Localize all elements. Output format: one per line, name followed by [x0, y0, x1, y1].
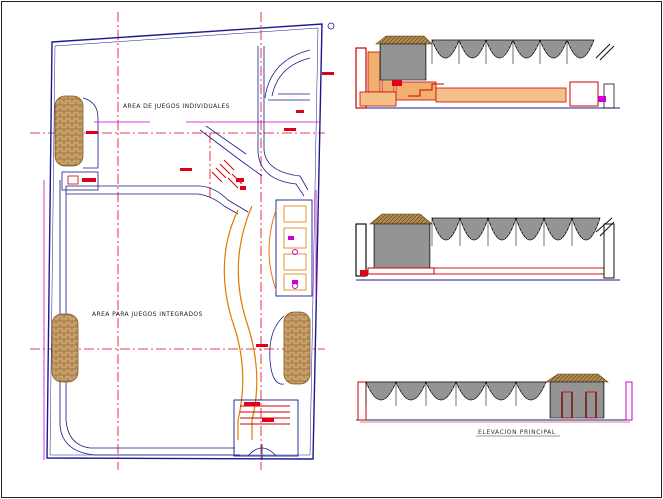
- canopy-arch: [485, 39, 514, 59]
- arch-row-front: [365, 381, 547, 406]
- canopy-arch: [515, 381, 547, 401]
- area-individual-label: AREA DE JUEGOS INDIVIDUALES: [123, 103, 230, 110]
- canopy-arch: [485, 381, 517, 401]
- walkway-outlines: [59, 46, 311, 456]
- stone-planter-nw: [54, 95, 84, 167]
- roof-top: [375, 35, 433, 45]
- stone-planter-sw: [51, 313, 79, 383]
- axis-lines: [30, 12, 325, 470]
- canopy-arch: [431, 217, 461, 241]
- red-tags: [86, 72, 334, 347]
- canopy-arch: [566, 39, 595, 59]
- canopy-arch: [515, 217, 545, 241]
- site-plan: AREA DE JUEGOS INDIVIDUALES AREA PARA JU…: [30, 12, 335, 470]
- entrance-stairs: [233, 399, 299, 460]
- canopy-arch: [455, 381, 487, 401]
- section-elevation-middle: [355, 213, 620, 281]
- front-elevation: ELEVACION PRINCIPAL: [356, 373, 633, 437]
- site-boundary: [46, 23, 323, 460]
- canopy-arch: [395, 381, 427, 401]
- fence-lines: [43, 121, 320, 460]
- canopy-arch: [458, 39, 487, 59]
- stone-planter-se: [283, 311, 311, 385]
- canopy-arch: [571, 217, 601, 241]
- canopy-arch: [539, 39, 568, 59]
- north-marker: [327, 22, 335, 30]
- elevation-title: ELEVACION PRINCIPAL: [478, 429, 556, 436]
- canopy-arch: [512, 39, 541, 59]
- serpentine-path: [223, 209, 244, 440]
- section-elevation-top: [355, 35, 620, 109]
- pavilion-block: [268, 199, 313, 297]
- canopy-arch: [425, 381, 457, 401]
- area-integrated-label: AREA PARA JUEGOS INTEGRADOS: [92, 311, 203, 318]
- canopy-arch: [459, 217, 489, 241]
- canopy-arch: [365, 381, 397, 401]
- roof-front: [545, 373, 609, 383]
- roof-middle: [369, 213, 433, 225]
- canopy-arch: [543, 217, 573, 241]
- canopy-arch: [487, 217, 517, 241]
- canopy-arch: [431, 39, 460, 59]
- arch-row-middle: [431, 217, 601, 246]
- central-stairs: [211, 159, 243, 189]
- arch-row-top: [431, 39, 595, 64]
